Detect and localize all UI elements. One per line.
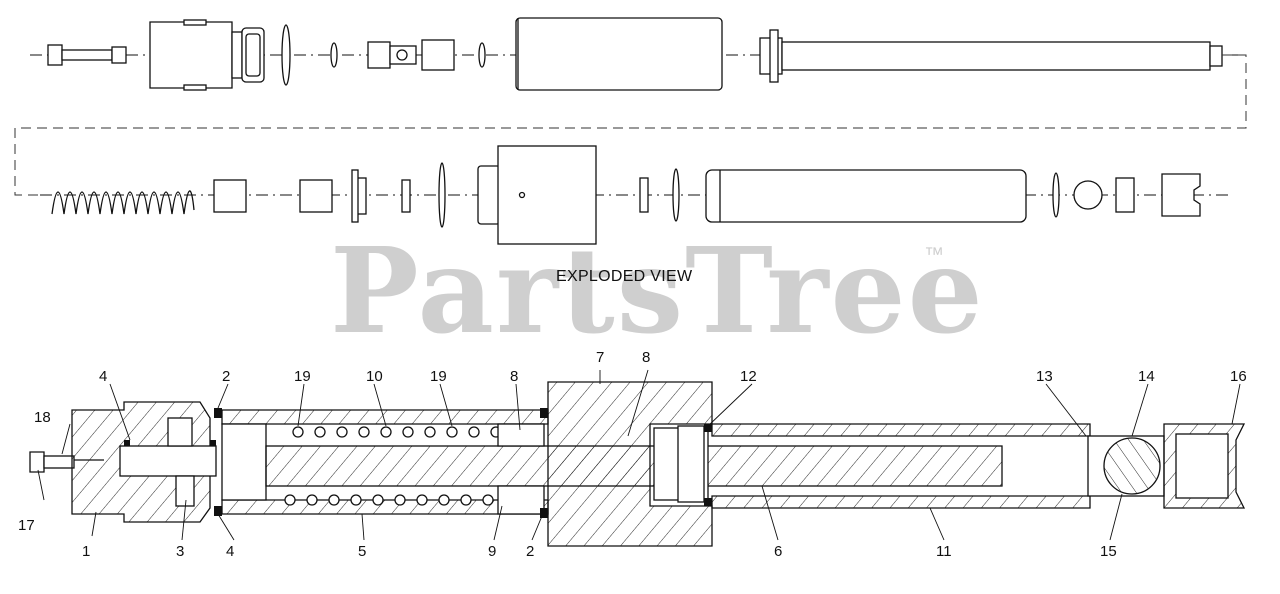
- callout-8-left: 8: [510, 368, 518, 385]
- callout-labels: 4 2 19 10 19 8 7 8 12 13 14 16 18 17 1 3…: [18, 349, 1247, 560]
- callout-11: 11: [936, 543, 952, 560]
- callout-2-bottom: 2: [526, 543, 534, 560]
- callout-1: 1: [82, 543, 90, 560]
- spring-exploded: [51, 190, 195, 215]
- callout-19-right: 19: [430, 368, 447, 385]
- callout-6: 6: [774, 543, 782, 560]
- callout-15: 15: [1100, 543, 1117, 560]
- callout-12: 12: [740, 368, 757, 385]
- callout-17: 17: [18, 517, 35, 534]
- callout-19-left: 19: [294, 368, 311, 385]
- exploded-row-1: [30, 17, 1240, 91]
- leader-lines: [37, 369, 1241, 541]
- callout-14: 14: [1138, 368, 1155, 385]
- callout-4-top: 4: [99, 368, 107, 385]
- callout-5: 5: [358, 543, 366, 560]
- assembly-section: [29, 381, 1246, 547]
- callout-4-bottom: 4: [226, 543, 234, 560]
- watermark-trademark: ™: [924, 244, 944, 266]
- callout-8-right: 8: [642, 349, 650, 366]
- callout-3: 3: [176, 543, 184, 560]
- exploded-view-caption: EXPLODED VIEW: [556, 268, 693, 285]
- callout-7: 7: [596, 349, 604, 366]
- callout-9: 9: [488, 543, 496, 560]
- watermark-brand: PartsTree: [330, 221, 985, 360]
- spring-section: [284, 426, 502, 506]
- callout-16: 16: [1230, 368, 1247, 385]
- callout-2-top: 2: [222, 368, 230, 385]
- callout-13: 13: [1036, 368, 1053, 385]
- callout-18: 18: [34, 409, 51, 426]
- callout-10: 10: [366, 368, 383, 385]
- assembly-path: [14, 54, 1247, 196]
- exploded-row-2: [40, 145, 1230, 245]
